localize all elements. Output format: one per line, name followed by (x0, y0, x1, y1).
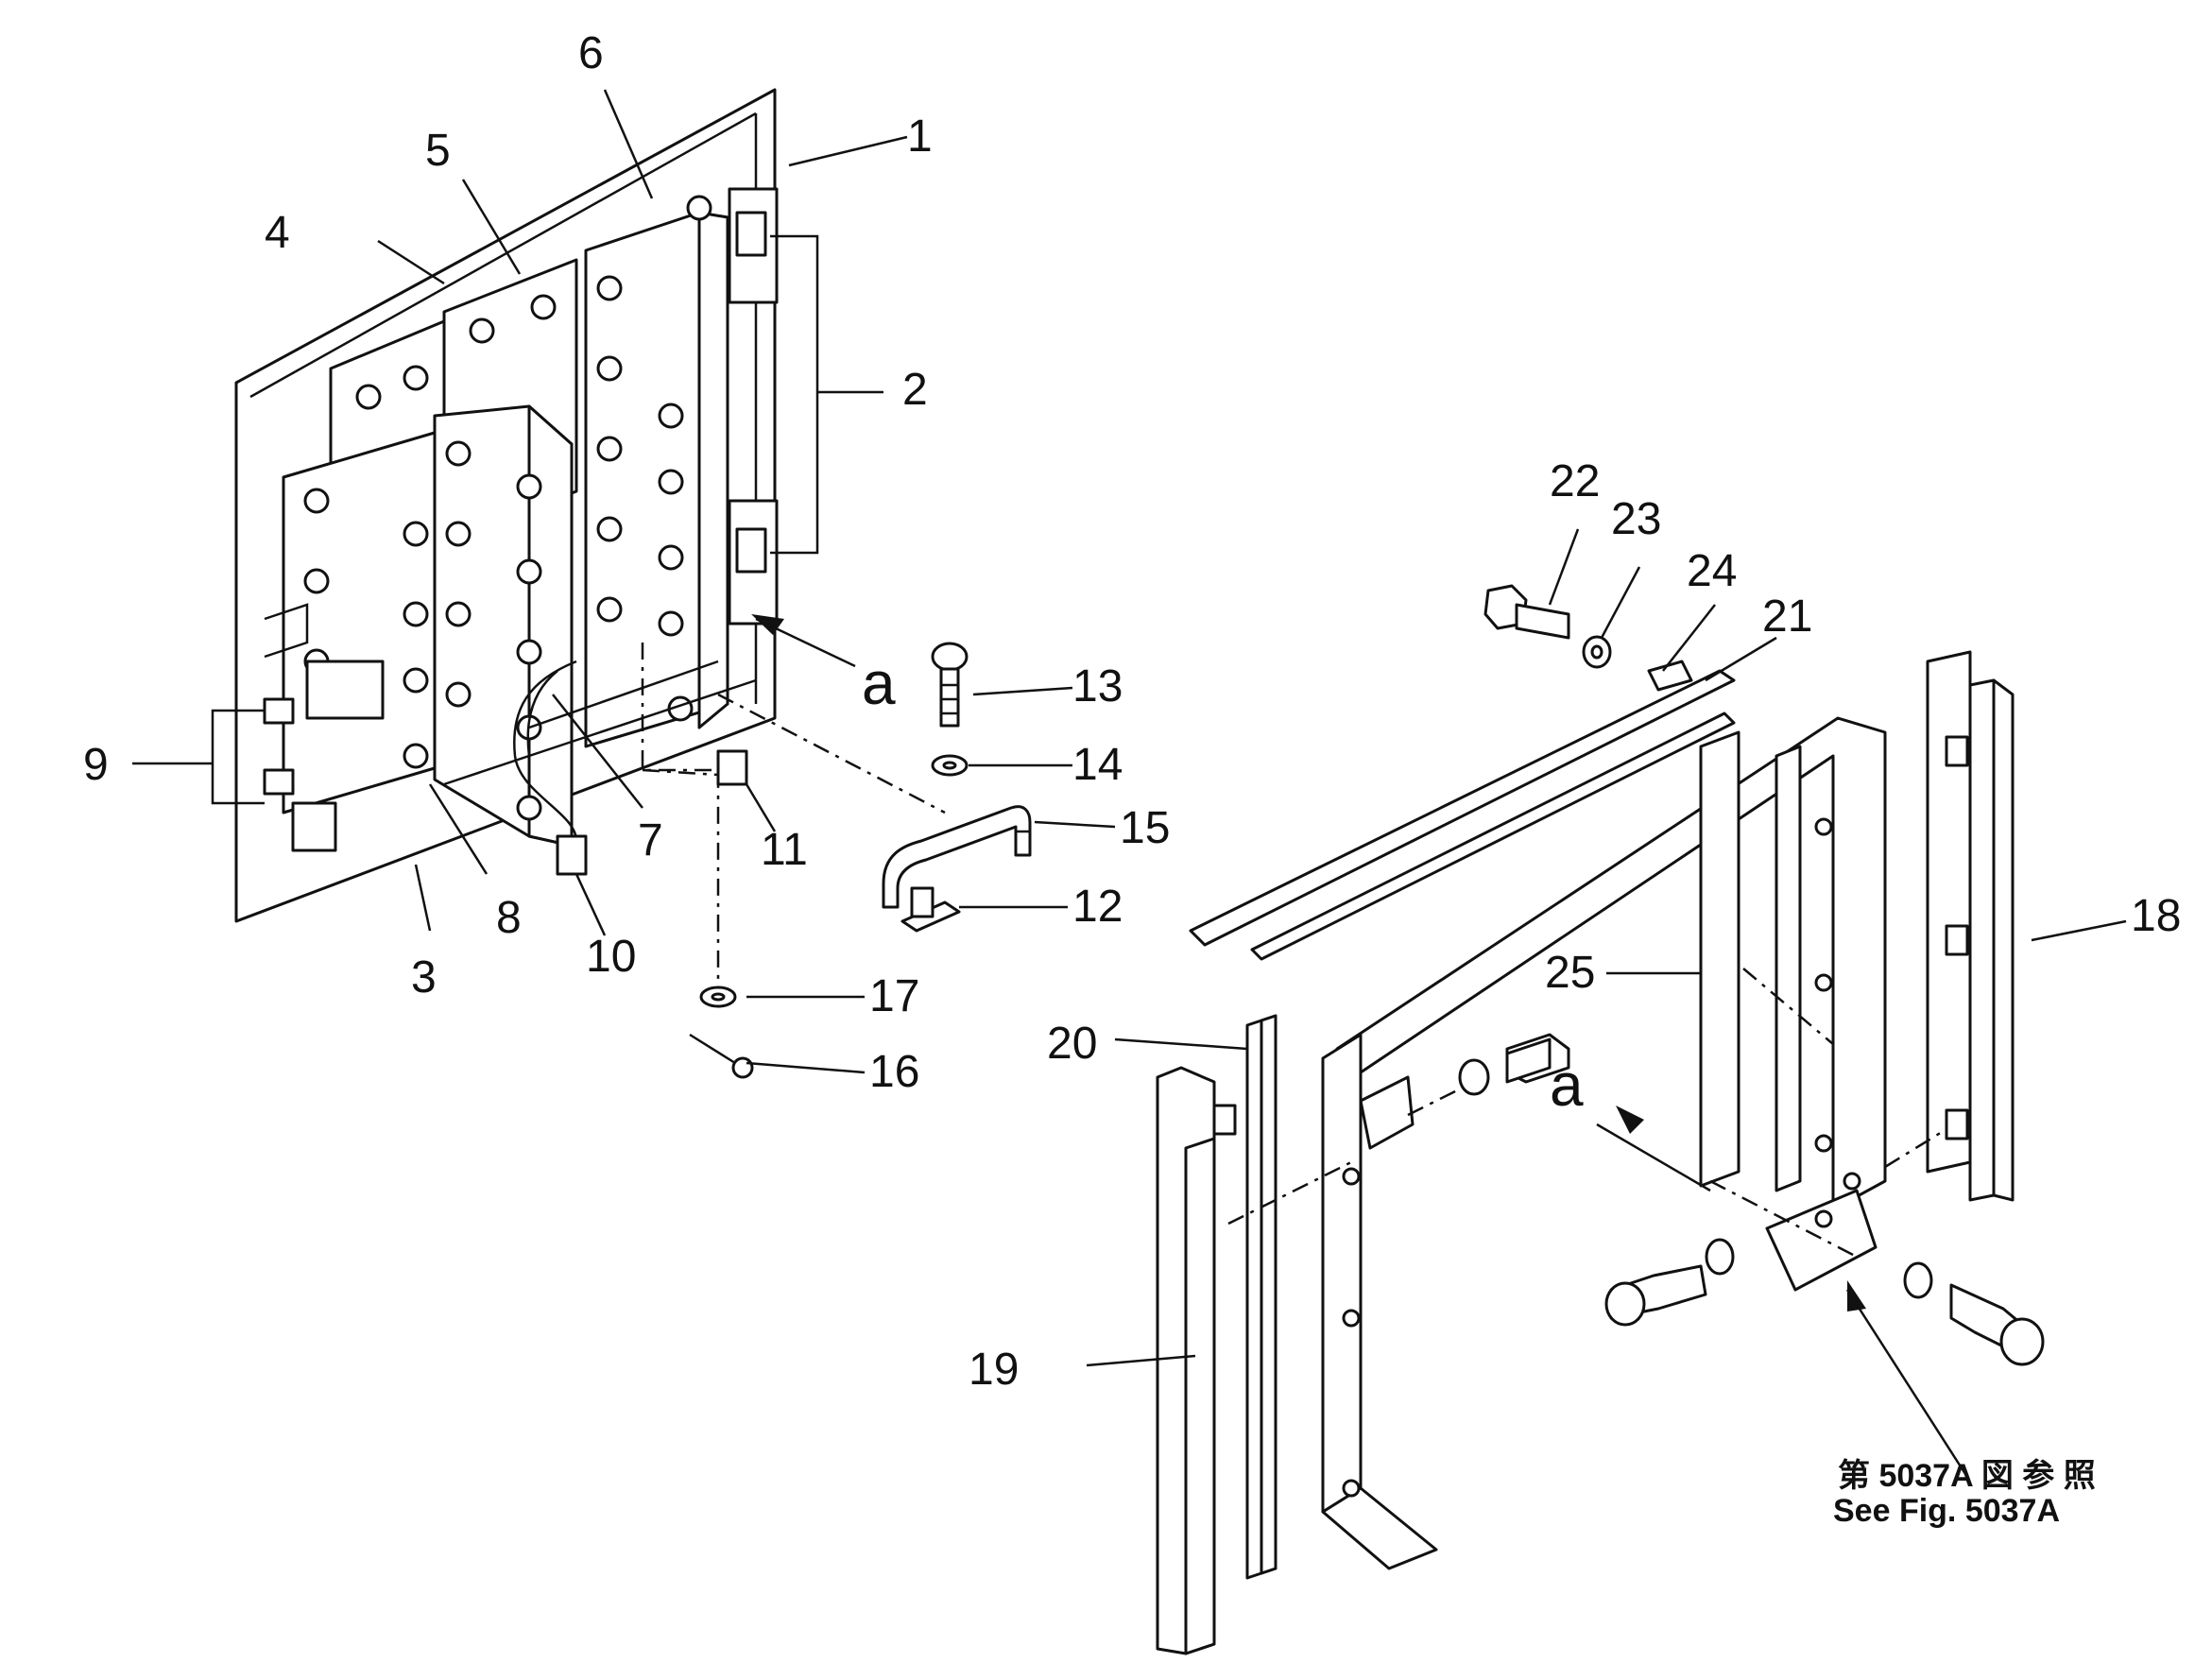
hinge-bracket (728, 187, 819, 626)
callout-21: 21 (1762, 591, 1812, 642)
callout-7: 7 (638, 815, 663, 866)
callout-3: 3 (411, 952, 437, 1003)
callout-12: 12 (1072, 882, 1123, 932)
left-assembly (234, 88, 946, 983)
callout-6: 6 (578, 28, 604, 78)
callout-5: 5 (425, 126, 451, 176)
right-assembly (1156, 584, 2045, 1655)
callout-19: 19 (969, 1345, 1019, 1395)
channel-20 (1245, 1014, 1277, 1580)
channel-18 (1926, 650, 2015, 1202)
center-pad (433, 404, 574, 848)
callout-9: 9 (83, 740, 109, 790)
leader-lines (132, 89, 2127, 1475)
callout-25: 25 (1545, 948, 1595, 998)
bolt-front-left (1458, 1033, 1570, 1096)
bolt-13 (931, 642, 969, 728)
handle-15 (882, 805, 1032, 909)
callout-16: 16 (869, 1047, 919, 1097)
callout-20: 20 (1047, 1019, 1097, 1069)
pad-6 (584, 195, 729, 748)
callout-18: 18 (2131, 891, 2181, 941)
clip-12 (900, 886, 961, 933)
callout-4: 4 (265, 208, 290, 258)
channel-19 (1156, 1066, 1237, 1655)
callout-8: 8 (496, 893, 522, 943)
view-marker-right: a (1550, 1051, 1584, 1119)
callout-17: 17 (869, 971, 919, 1021)
callouts: 1 2 3 4 5 6 7 8 9 10 11 12 13 14 15 16 1… (83, 28, 2181, 1529)
view-marker-left: a (862, 649, 896, 717)
bolt-22 (1483, 584, 1570, 640)
callout-13: 13 (1072, 661, 1123, 711)
bolt-bottom-right (1903, 1261, 2045, 1366)
top-rail (1189, 669, 1736, 961)
callout-23: 23 (1611, 494, 1661, 544)
callout-15: 15 (1120, 803, 1170, 853)
hardware-left (689, 642, 1032, 1079)
side-brackets (263, 603, 385, 852)
reference-note-jp: 第 5037A 図 参 照 (1838, 1458, 2096, 1494)
callout-10: 10 (586, 932, 636, 982)
callout-24: 24 (1687, 546, 1737, 596)
reference-note-en: See Fig. 5037A (1833, 1493, 2060, 1529)
callout-22: 22 (1550, 456, 1600, 506)
callout-14: 14 (1072, 740, 1123, 790)
callout-11: 11 (761, 825, 808, 875)
callout-1: 1 (907, 111, 933, 162)
hose (513, 660, 578, 842)
pin-16 (689, 1033, 736, 1065)
bolt-bottom-left (1604, 1238, 1735, 1327)
callout-2: 2 (902, 365, 928, 415)
